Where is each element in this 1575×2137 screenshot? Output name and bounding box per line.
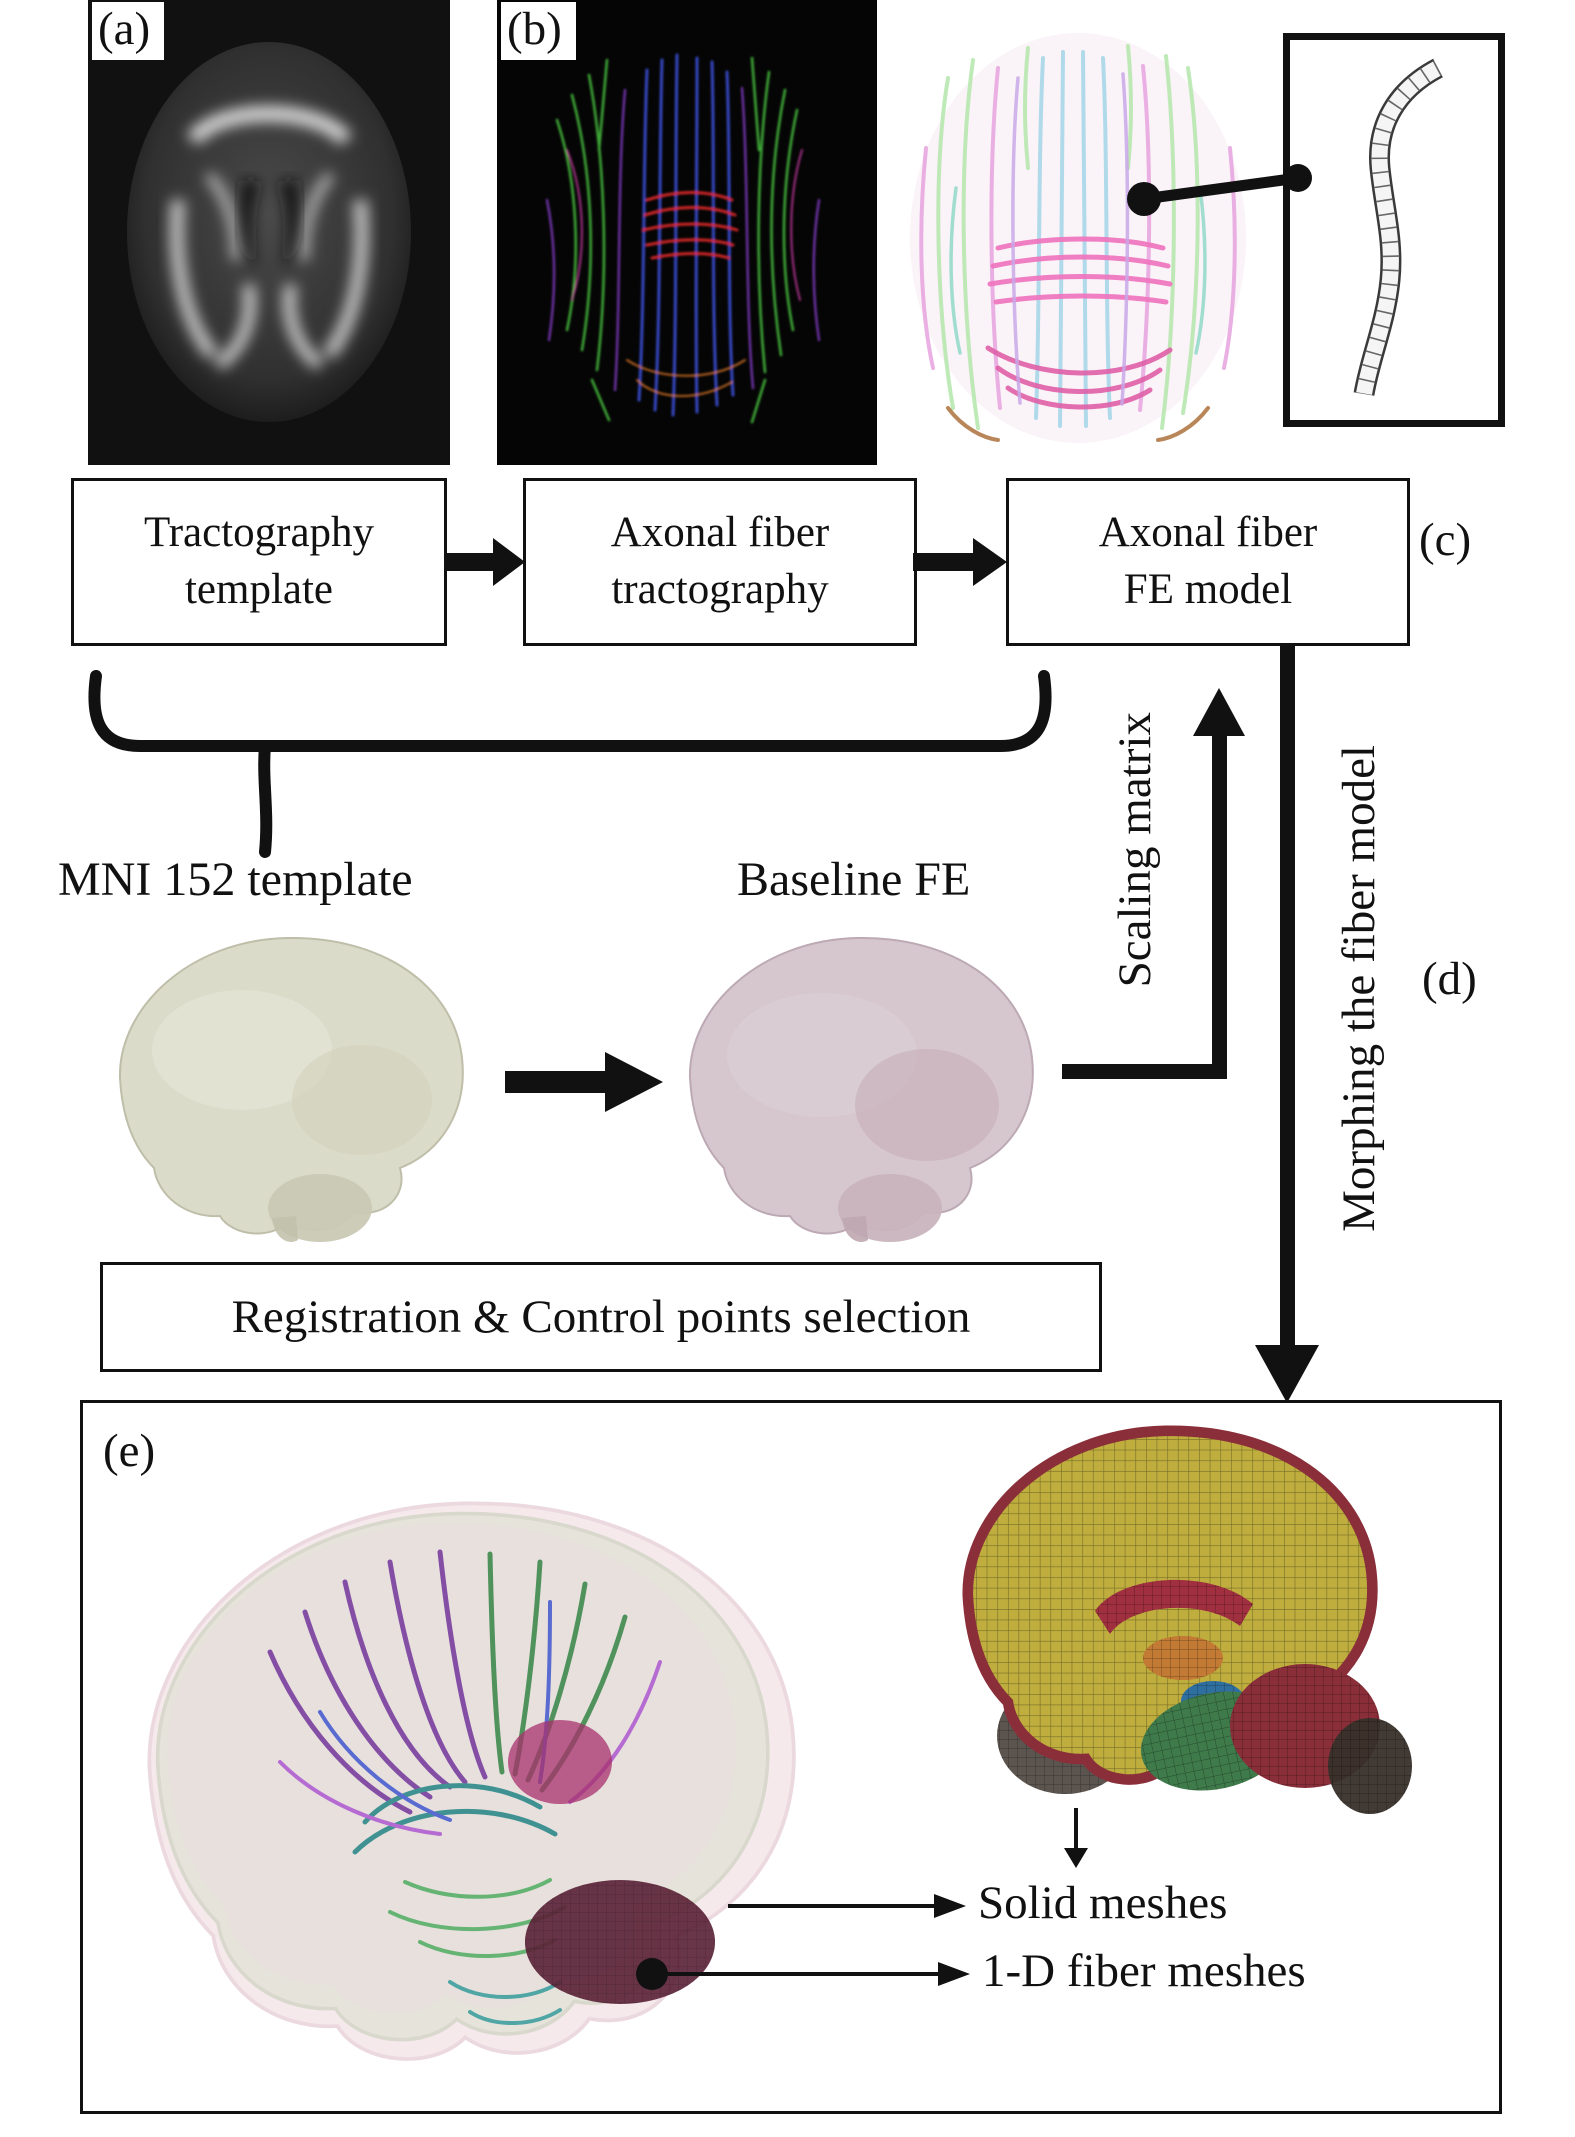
baseline-fe-brain-image bbox=[688, 936, 1034, 1242]
panel-a-label: (a) bbox=[92, 2, 165, 61]
fiber-element-callout-box bbox=[1283, 33, 1505, 427]
morphing-connector-arrow bbox=[1255, 645, 1319, 1403]
fe-mesh-sagittal-image bbox=[945, 1406, 1412, 1814]
curly-brace-icon bbox=[88, 670, 1052, 858]
dot-icon bbox=[1127, 182, 1161, 216]
registration-label: Registration & Control points selection bbox=[231, 1291, 971, 1343]
brain-transform-arrow-icon bbox=[505, 1052, 663, 1112]
fiber-model-sagittal-image bbox=[147, 1501, 796, 2061]
fiber-tractography-image bbox=[497, 0, 877, 465]
flow-box-tractography-template: Tractography template bbox=[71, 478, 447, 646]
mni-template-label: MNI 152 template bbox=[58, 853, 413, 906]
solid-meshes-label: Solid meshes bbox=[978, 1877, 1228, 1929]
flow-arrow-2-icon bbox=[913, 538, 1007, 586]
fiber-meshes-label: 1-D fiber meshes bbox=[982, 1945, 1306, 1997]
panel-c-label: (c) bbox=[1419, 514, 1472, 566]
mesh-down-arrow-icon bbox=[1064, 1808, 1088, 1868]
fiber-fe-model-image bbox=[910, 33, 1246, 443]
flow-box-line: FE model bbox=[1123, 566, 1293, 613]
callout-connector bbox=[1127, 164, 1312, 216]
solid-meshes-arrow-icon bbox=[728, 1894, 966, 1918]
morphing-label: Morphing the fiber model bbox=[1333, 745, 1385, 1232]
panel-b-label: (b) bbox=[501, 2, 576, 61]
panel-e-label: (e) bbox=[103, 1425, 156, 1477]
flow-box-line: template bbox=[184, 566, 334, 613]
tractography-template-image bbox=[88, 0, 450, 465]
flow-box-line: Axonal fiber bbox=[1098, 509, 1318, 557]
flow-box-axonal-tractography: Axonal fiber tractography bbox=[523, 478, 917, 646]
baseline-fe-label: Baseline FE bbox=[737, 853, 971, 906]
flow-box-line: Axonal fiber bbox=[610, 509, 830, 557]
flow-box-line: tractography bbox=[611, 566, 829, 613]
flow-arrow-1-icon bbox=[447, 538, 525, 586]
fiber-element-image bbox=[1290, 40, 1498, 420]
registration-box: Registration & Control points selection bbox=[100, 1262, 1102, 1372]
panel-d-label: (d) bbox=[1422, 953, 1477, 1005]
scaling-matrix-label: Scaling matrix bbox=[1109, 712, 1161, 988]
mni-brain-image bbox=[118, 936, 464, 1242]
scaling-connector-arrow bbox=[1062, 688, 1245, 1079]
flow-box-axonal-fe-model: Axonal fiber FE model bbox=[1006, 478, 1410, 646]
dot-icon bbox=[1284, 164, 1312, 192]
flow-box-line: Tractography bbox=[143, 509, 375, 557]
fiber-meshes-arrow-icon bbox=[636, 1958, 970, 1990]
